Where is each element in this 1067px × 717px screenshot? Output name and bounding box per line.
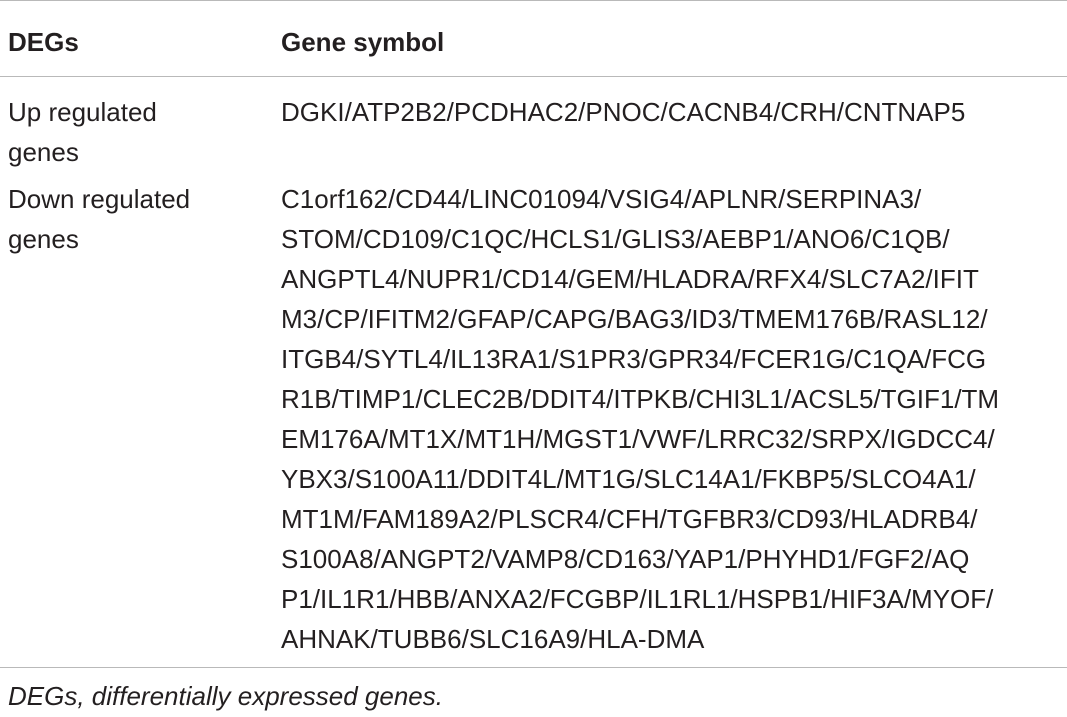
- row-down-genes-line-1: C1orf162/CD44/LINC01094/VSIG4/APLNR/SERP…: [281, 184, 922, 214]
- table-footnote: DEGs, differentially expressed genes.: [8, 681, 443, 711]
- table-header-rule: [0, 76, 1067, 77]
- row-down-genes-line-2: STOM/CD109/C1QC/HCLS1/GLIS3/AEBP1/ANO6/C…: [281, 224, 950, 254]
- row-down-genes-line-10: S100A8/ANGPT2/VAMP8/CD163/YAP1/PHYHD1/FG…: [281, 544, 970, 574]
- row-up-category-line-1: Up regulated: [8, 97, 157, 127]
- row-down-genes-line-4: M3/CP/IFITM2/GFAP/CAPG/BAG3/ID3/TMEM176B…: [281, 304, 988, 334]
- row-up-genes-line-1: DGKI/ATP2B2/PCDHAC2/PNOC/CACNB4/CRH/CNTN…: [281, 97, 966, 127]
- table-top-rule: [0, 0, 1067, 1]
- row-down-genes-line-11: P1/IL1R1/HBB/ANXA2/FCGBP/IL1RL1/HSPB1/HI…: [281, 584, 994, 614]
- row-down-genes-line-5: ITGB4/SYTL4/IL13RA1/S1PR3/GPR34/FCER1G/C…: [281, 344, 987, 374]
- header-gene-symbol: Gene symbol: [281, 27, 445, 57]
- row-up-category-line-2: genes: [8, 137, 79, 167]
- row-down-genes-line-7: EM176A/MT1X/MT1H/MGST1/VWF/LRRC32/SRPX/I…: [281, 424, 995, 454]
- row-down-genes-line-12: AHNAK/TUBB6/SLC16A9/HLA-DMA: [281, 624, 705, 654]
- row-down-genes-line-6: R1B/TIMP1/CLEC2B/DDIT4/ITPKB/CHI3L1/ACSL…: [281, 384, 1000, 414]
- row-down-genes-line-3: ANGPTL4/NUPR1/CD14/GEM/HLADRA/RFX4/SLC7A…: [281, 264, 979, 294]
- row-down-genes-line-8: YBX3/S100A11/DDIT4L/MT1G/SLC14A1/FKBP5/S…: [281, 464, 976, 494]
- row-down-genes-line-9: MT1M/FAM189A2/PLSCR4/CFH/TGFBR3/CD93/HLA…: [281, 504, 978, 534]
- header-degs: DEGs: [8, 27, 79, 57]
- row-down-category-line-1: Down regulated: [8, 184, 191, 214]
- row-down-category-line-2: genes: [8, 224, 79, 254]
- table-bottom-rule: [0, 667, 1067, 668]
